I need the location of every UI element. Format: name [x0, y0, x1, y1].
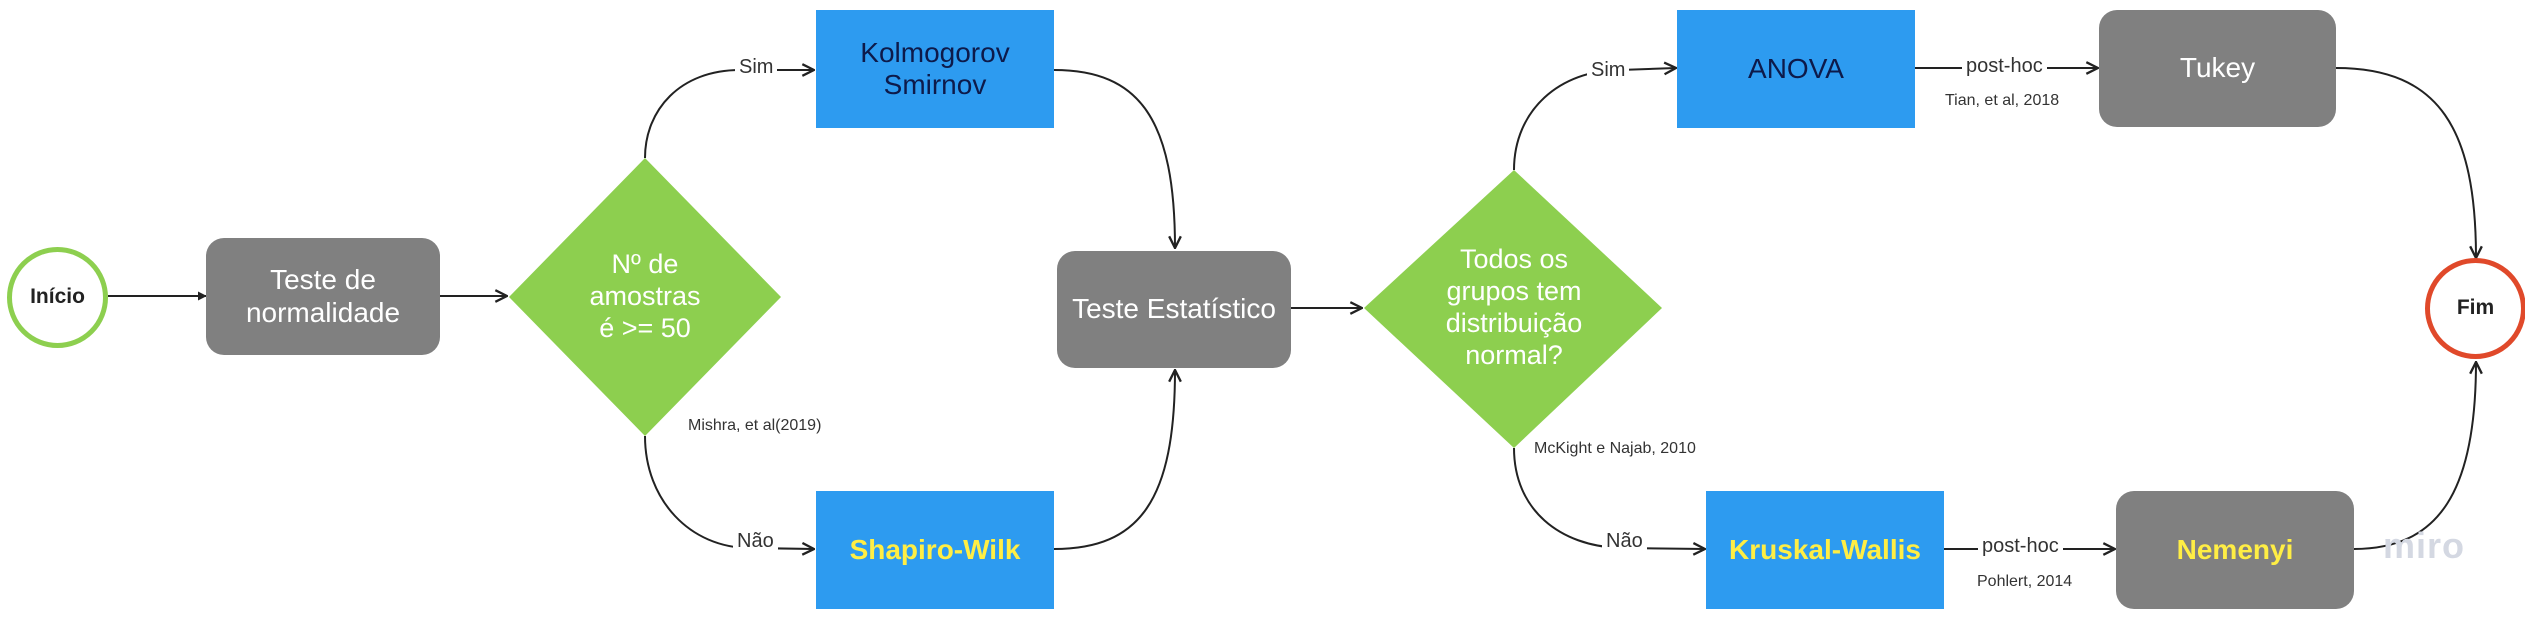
edge-label-nao-bottom-right: Não — [1602, 530, 1647, 553]
edge-label-nao-bottom-left: Não — [733, 530, 778, 553]
tukey-label: Tukey — [2179, 52, 2256, 84]
start-node[interactable]: Início — [7, 247, 108, 348]
kruskal-wallis-node[interactable]: Kruskal-Wallis — [1706, 491, 1944, 609]
edge-label-posthoc-bottom: post-hoc — [1978, 535, 2063, 558]
nemenyi-label: Nemenyi — [2176, 533, 2294, 565]
edge-label-posthoc-top: post-hoc — [1962, 55, 2047, 78]
statistical-test-node[interactable]: Teste Estatístico — [1057, 251, 1291, 368]
end-node[interactable]: Fim — [2425, 258, 2525, 359]
edge-kolmogorov-to-teste — [1053, 69, 1175, 248]
edge-tukey-to-fim — [2335, 67, 2476, 258]
edge-diamond-to-kolmogorov — [644, 70, 814, 159]
decision-diamond-sample-size[interactable] — [509, 158, 781, 436]
decision-diamond-normal-distribution[interactable] — [1364, 170, 1662, 448]
tukey-node[interactable]: Tukey — [2099, 10, 2336, 127]
nemenyi-node[interactable]: Nemenyi — [2116, 491, 2354, 609]
end-node-label: Fim — [2456, 296, 2495, 320]
edge-diamond-to-shapiro — [644, 435, 814, 549]
normality-test-label: Teste de normalidade — [245, 264, 401, 328]
normality-test-node[interactable]: Teste de normalidade — [206, 238, 440, 355]
kruskal-wallis-label: Kruskal-Wallis — [1729, 533, 1921, 565]
shapiro-wilk-label: Shapiro-Wilk — [849, 533, 1021, 565]
citation-tian: Tian, et al, 2018 — [1945, 92, 2060, 109]
edge-label-sim-top-right: Sim — [1587, 59, 1630, 82]
citation-pohlert: Pohlert, 2014 — [1977, 573, 2073, 590]
sample-size-decision-label: Nº de amostras é >= 50 — [589, 249, 701, 343]
citation-mckight: McKight e Najab, 2010 — [1534, 440, 1696, 457]
edge-shapiro-to-teste — [1053, 370, 1175, 550]
miro-watermark: miro — [2383, 525, 2466, 566]
anova-node[interactable]: ANOVA — [1677, 10, 1915, 128]
citation-mishra: Mishra, et al(2019) — [688, 417, 822, 434]
shapiro-wilk-node[interactable]: Shapiro-Wilk — [816, 491, 1054, 609]
normal-distribution-decision-label: Todos os grupos tem distribuição normal? — [1445, 244, 1583, 370]
start-node-label: Início — [30, 285, 85, 309]
anova-label: ANOVA — [1748, 52, 1844, 84]
edge-diamond-to-anova — [1513, 68, 1676, 171]
edge-label-sim-top-left: Sim — [735, 56, 778, 79]
kolmogorov-smirnov-node[interactable]: Kolmogorov Smirnov — [816, 10, 1054, 128]
kolmogorov-smirnov-label: Kolmogorov Smirnov — [860, 36, 1010, 100]
statistical-test-label: Teste Estatístico — [1072, 293, 1276, 325]
edge-nemenyi-to-fim — [2353, 362, 2476, 550]
